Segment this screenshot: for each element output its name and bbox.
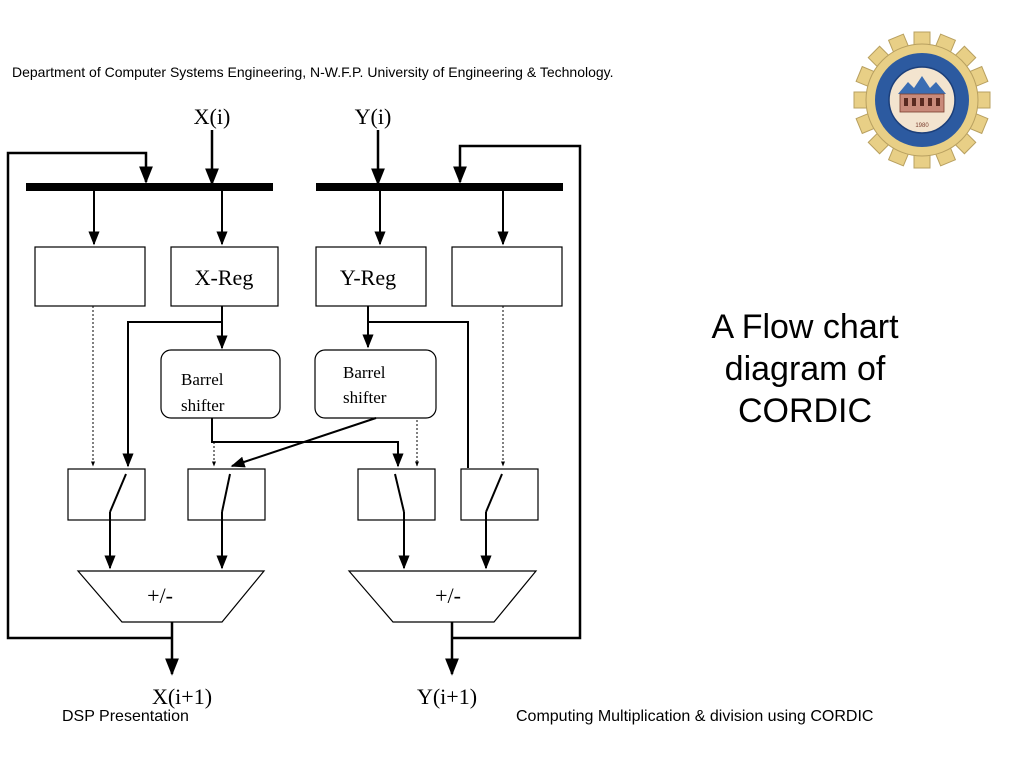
xreg-to-mux1-path xyxy=(122,306,223,468)
university-logo: 1980 xyxy=(853,31,991,169)
feedback-loop-right xyxy=(452,144,582,640)
output-x-label: X(i+1) xyxy=(152,684,212,709)
x-register-label: X-Reg xyxy=(195,265,254,290)
footer-right: Computing Multiplication & division usin… xyxy=(516,708,874,725)
barrel-shifter-right-label-1: Barrel xyxy=(343,363,386,382)
input-x-label: X(i) xyxy=(194,104,231,129)
slide-title-line-3: CORDIC xyxy=(737,392,873,430)
input-y-label: Y(i) xyxy=(355,104,392,129)
slide-title-line-2: diagram of xyxy=(724,350,886,388)
mux-1-switch xyxy=(109,473,127,513)
shifter-right-to-mux2-path xyxy=(230,417,377,468)
mux-4 xyxy=(460,468,539,521)
register-unlabeled-left xyxy=(34,246,146,307)
barrel-shifter-left xyxy=(160,349,281,419)
adder-right-label: +/- xyxy=(435,583,461,608)
output-y-label: Y(i+1) xyxy=(417,684,477,709)
register-unlabeled-right xyxy=(451,246,563,307)
y-register-label: Y-Reg xyxy=(340,265,396,290)
mux-1 xyxy=(67,468,146,521)
barrel-shifter-right-label-2: shifter xyxy=(343,388,387,407)
slide-title: A Flow chart diagram of CORDIC xyxy=(660,306,950,432)
mux-2-switch xyxy=(221,473,231,513)
x-register xyxy=(170,246,279,307)
logo-year: 1980 xyxy=(915,123,929,129)
adder-left-label: +/- xyxy=(147,583,173,608)
department-header: Department of Computer Systems Engineeri… xyxy=(12,64,614,80)
mux-3-switch xyxy=(394,473,405,513)
mux-4-switch xyxy=(485,473,503,513)
y-register xyxy=(315,246,427,307)
yreg-to-mux4-path xyxy=(367,306,469,468)
slide-title-line-1: A Flow chart xyxy=(711,308,899,346)
feedback-loop-left xyxy=(6,151,172,640)
footer-left: DSP Presentation xyxy=(62,708,189,725)
barrel-shifter-left-label-2: shifter xyxy=(181,396,225,415)
building-icon xyxy=(898,76,946,113)
adder-left xyxy=(76,570,266,623)
barrel-shifter-right xyxy=(314,349,437,419)
barrel-shifter-left-label-1: Barrel xyxy=(181,370,224,389)
adder-right xyxy=(347,570,538,623)
